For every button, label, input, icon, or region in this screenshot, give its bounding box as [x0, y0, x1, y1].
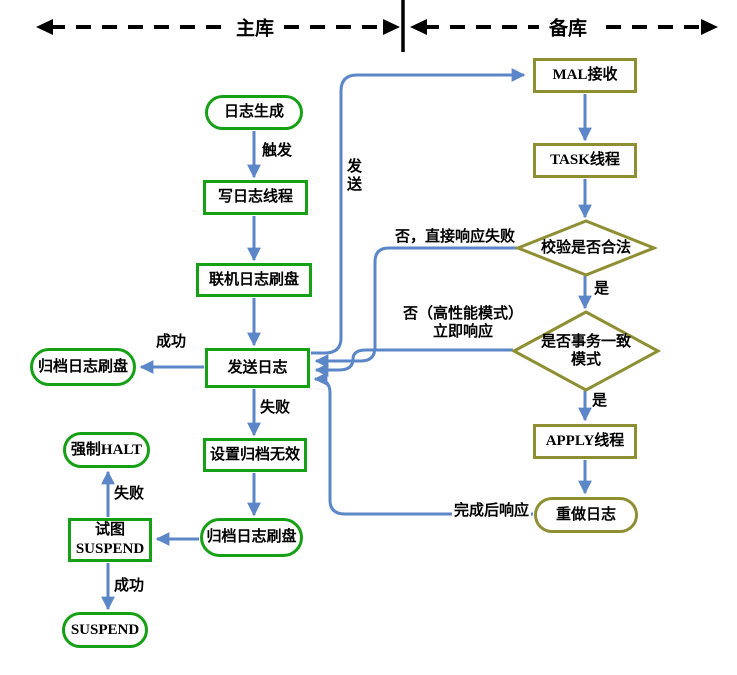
- label-success-archive: 成功: [156, 334, 187, 350]
- label-success-suspend: 成功: [114, 578, 145, 594]
- label-fail-send: 失败: [260, 400, 291, 416]
- label-no-highperf: 否（高性能模式） 立即响应: [403, 305, 523, 341]
- label-done-response: 完成后响应: [452, 502, 532, 520]
- node-try-suspend: 试图 SUSPEND: [68, 518, 152, 562]
- node-online-log-flush: 联机日志刷盘: [196, 263, 312, 297]
- node-send-log: 发送日志: [205, 348, 310, 388]
- label-fail-suspend: 失败: [114, 486, 145, 502]
- edge-check-no-response: [314, 246, 517, 368]
- edge-redo-done-response: [313, 372, 533, 516]
- node-mal-receive: MAL接收: [533, 58, 637, 93]
- primary-zone-label: 主库: [225, 13, 285, 41]
- node-redo-log: 重做日志: [534, 497, 638, 533]
- label-trigger: 触发: [262, 143, 293, 159]
- label-no-direct-fail: 否，直接响应失败: [394, 229, 516, 245]
- label-yes-tx: 是: [592, 393, 608, 409]
- label-send: 发送: [347, 159, 363, 193]
- node-log-generate: 日志生成: [205, 95, 303, 130]
- node-apply-thread: APPLY线程: [533, 424, 637, 459]
- diamond-tx-line1: 是否事务一致: [540, 334, 632, 350]
- node-archive-log-flush-left: 归档日志刷盘: [30, 348, 136, 386]
- node-task-thread: TASK线程: [533, 143, 637, 178]
- node-set-archive-invalid: 设置归档无效: [203, 438, 307, 472]
- node-try-suspend-line1: 试图: [94, 522, 125, 539]
- label-no-highperf-line1: 否（高性能模式）: [402, 306, 524, 322]
- label-no-highperf-line2: 立即响应: [432, 324, 494, 340]
- diamond-tx-consistent-label: 是否事务一致 模式: [541, 333, 631, 369]
- diamond-check-valid: [513, 219, 659, 277]
- node-try-suspend-line2: SUSPEND: [75, 541, 145, 557]
- edge-send-to-mal: [311, 68, 526, 355]
- diamond-tx-consistent: [510, 310, 662, 392]
- node-write-log-thread: 写日志线程: [203, 180, 308, 215]
- label-yes-valid: 是: [594, 281, 610, 297]
- diamond-check-valid-label: 校验是否合法: [540, 240, 632, 256]
- edge-tx-no-response: [314, 348, 513, 377]
- node-archive-log-flush-bottom: 归档日志刷盘: [200, 518, 303, 557]
- standby-zone-label: 备库: [538, 13, 598, 41]
- diamond-tx-line2: 模式: [570, 352, 602, 368]
- node-suspend: SUSPEND: [62, 612, 148, 648]
- node-force-halt: 强制HALT: [63, 432, 150, 468]
- primary-zone-arrow: [36, 19, 400, 35]
